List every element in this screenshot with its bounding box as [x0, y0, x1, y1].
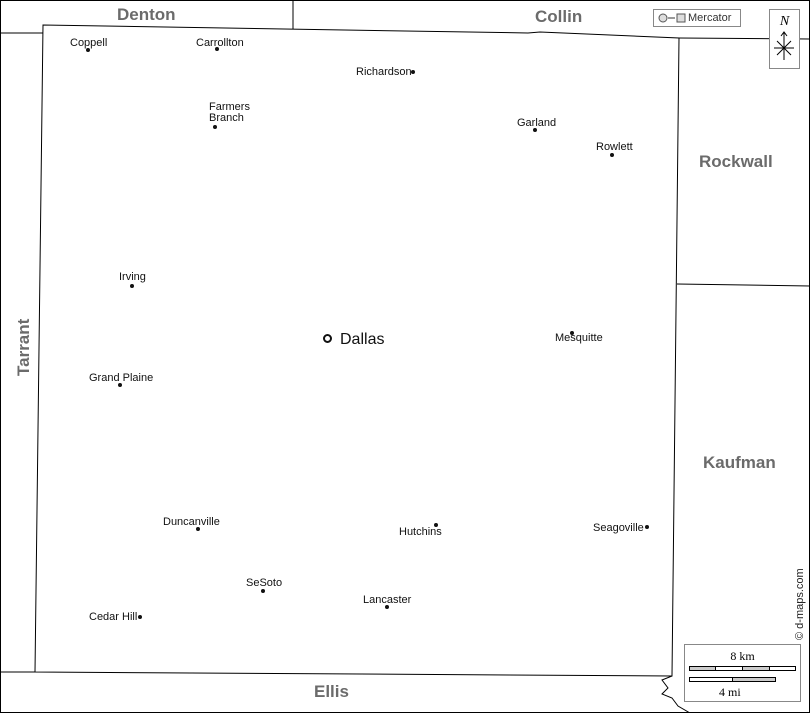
- city-dot-icon: [533, 128, 537, 132]
- city-dot-icon: [213, 125, 217, 129]
- city-irving: Irving: [119, 271, 146, 283]
- city-dot-icon: [196, 527, 200, 531]
- projection-label: Mercator: [688, 12, 732, 24]
- scale-bar: 8 km 4 mi: [684, 644, 801, 702]
- scale-bars-icon: [689, 666, 796, 682]
- city-mesquitte: Mesquitte: [555, 332, 603, 344]
- city-dot-icon: [385, 605, 389, 609]
- city-dot-icon: [434, 523, 438, 527]
- city-dot-icon: [570, 331, 574, 335]
- city-rowlett: Rowlett: [596, 141, 633, 153]
- city-label-line: Farmers: [209, 101, 250, 113]
- scale-km-label: 8 km: [730, 649, 755, 663]
- projection-icon: [658, 13, 686, 23]
- county-kaufman: Kaufman: [703, 453, 776, 472]
- city-hutchins: Hutchins: [399, 526, 442, 538]
- credit: © d-maps.com: [794, 568, 806, 640]
- city-dot-icon: [215, 47, 219, 51]
- projection-legend: Mercator: [653, 9, 741, 27]
- city-cedar-hill: Cedar Hill: [89, 611, 138, 623]
- city-sesoto: SeSoto: [246, 577, 283, 589]
- city-garland: Garland: [517, 117, 557, 129]
- city-dot-icon: [118, 383, 122, 387]
- city-dot-icon: [138, 615, 142, 619]
- city-dot-icon: [261, 589, 265, 593]
- city-label-line: Branch: [209, 112, 244, 124]
- county-denton: Denton: [117, 5, 176, 24]
- city-duncanville: Duncanville: [163, 516, 220, 528]
- scale-mi-label: 4 mi: [719, 685, 741, 699]
- city-grand-plaine: Grand Plaine: [89, 372, 154, 384]
- city-richardson: Richardson: [356, 66, 412, 78]
- county-collin: Collin: [535, 7, 583, 26]
- city-dot-icon: [411, 70, 415, 74]
- compass-icon: [774, 31, 794, 60]
- city-dot-icon: [645, 525, 649, 529]
- city-seagoville: Seagoville: [593, 522, 644, 534]
- county-tarrant: Tarrant: [14, 318, 33, 376]
- city-dot-icon: [86, 48, 90, 52]
- dallas-county-boundary: [34, 24, 680, 677]
- city-dot-icon: [130, 284, 134, 288]
- city-dallas: Dallas: [340, 331, 385, 348]
- city-lancaster: Lancaster: [363, 594, 412, 606]
- city-dot-icon: [610, 153, 614, 157]
- county-ellis: Ellis: [314, 682, 349, 701]
- north-arrow: N: [769, 9, 800, 69]
- city-coppell: Coppell: [70, 37, 108, 49]
- north-label: N: [779, 14, 790, 29]
- city-carrollton: Carrollton: [196, 37, 244, 49]
- county-rockwall: Rockwall: [699, 152, 773, 171]
- capital-marker-icon: [323, 334, 332, 343]
